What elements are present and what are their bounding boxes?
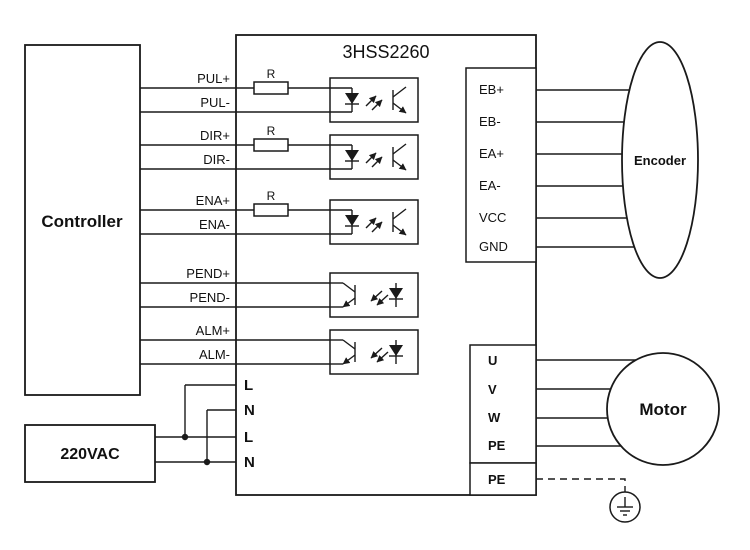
motor-shape — [606, 352, 720, 466]
terminal-vcc: VCC — [479, 210, 506, 225]
resistors: R R R — [253, 67, 289, 217]
label-ena-minus: ENA- — [199, 217, 230, 232]
label-pul-minus: PUL- — [200, 95, 230, 110]
terminal-l1: L — [244, 377, 253, 394]
optocoupler-pend-icon — [330, 273, 418, 317]
mains-wires — [155, 384, 236, 466]
label-pend-plus: PEND+ — [186, 266, 230, 281]
junction-dot — [203, 458, 211, 466]
terminal-n2: N — [244, 454, 255, 471]
signal-labels: PUL+ PUL- DIR+ DIR- ENA+ ENA- PEND+ PEND… — [186, 71, 230, 362]
label-alm-minus: ALM- — [199, 347, 230, 362]
pe-ground-wire — [536, 478, 626, 492]
power-supply-box — [24, 424, 156, 483]
controller-box — [24, 44, 141, 396]
terminal-n1: N — [244, 402, 255, 419]
resistor-pul — [253, 81, 289, 95]
encoder-shape — [621, 41, 699, 279]
terminal-ea-plus: EA+ — [479, 146, 504, 161]
label-alm-plus: ALM+ — [196, 323, 230, 338]
motor-terminal-block — [469, 344, 537, 464]
controller-label: Controller — [41, 212, 123, 231]
label-pul-plus: PUL+ — [197, 71, 230, 86]
junction-dot — [181, 433, 189, 441]
encoder-terminal-block — [465, 67, 537, 263]
optocoupler-pul-icon — [330, 78, 418, 122]
resistor-label: R — [267, 67, 276, 81]
terminal-eb-minus: EB- — [479, 114, 501, 129]
terminal-ea-minus: EA- — [479, 178, 501, 193]
terminal-v: V — [488, 382, 497, 397]
terminal-l2: L — [244, 429, 253, 446]
resistor-label: R — [267, 189, 276, 203]
label-ena-plus: ENA+ — [196, 193, 230, 208]
terminal-eb-plus: EB+ — [479, 82, 504, 97]
signal-wires — [140, 87, 330, 365]
terminal-w: W — [488, 410, 501, 425]
terminal-pe: PE — [488, 438, 506, 453]
driver-model-title: 3HSS2260 — [342, 42, 429, 62]
label-dir-plus: DIR+ — [200, 128, 230, 143]
encoder-label: Encoder — [634, 153, 686, 168]
optocoupler-ena-icon — [330, 200, 418, 244]
power-supply-label: 220VAC — [60, 446, 120, 463]
resistor-dir — [253, 138, 289, 152]
motor-terminal-labels: U V W PE — [488, 353, 506, 453]
motor-label: Motor — [639, 400, 687, 419]
encoder-terminal-labels: EB+ EB- EA+ EA- VCC GND — [479, 82, 508, 254]
mains-terminal-labels: L N L N — [244, 377, 255, 471]
earth-ground-icon — [609, 491, 641, 523]
terminal-gnd: GND — [479, 239, 508, 254]
label-dir-minus: DIR- — [203, 152, 230, 167]
pe-terminal-block — [469, 462, 537, 496]
terminal-pe-chassis: PE — [488, 472, 506, 487]
optocoupler-dir-icon — [330, 135, 418, 179]
label-pend-minus: PEND- — [190, 290, 230, 305]
resistor-label: R — [267, 124, 276, 138]
resistor-ena — [253, 203, 289, 217]
optocoupler-alm-icon — [330, 330, 418, 374]
terminal-u: U — [488, 353, 497, 368]
